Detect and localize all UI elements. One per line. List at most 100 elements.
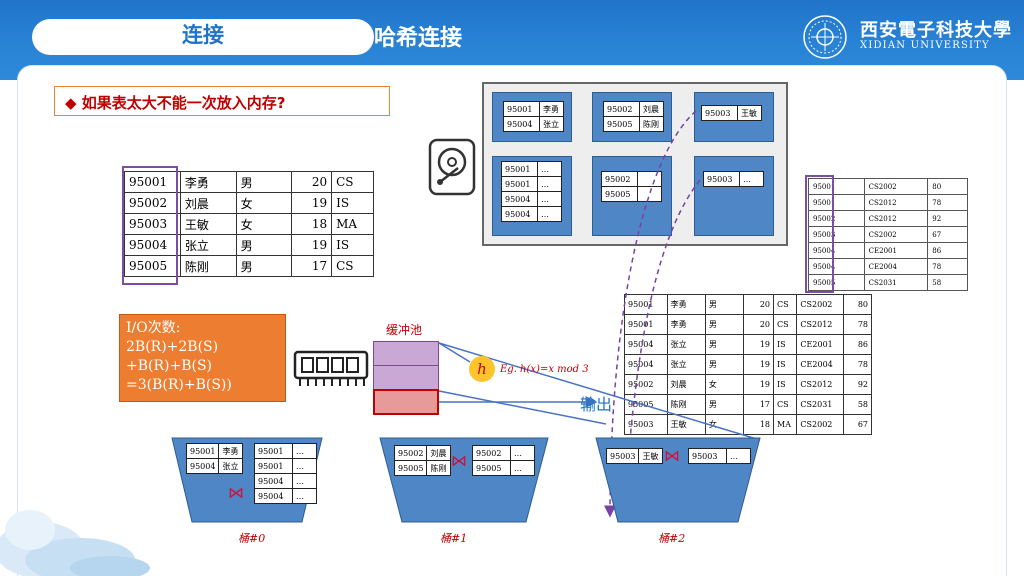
table-row: 95004… [501, 206, 562, 222]
io-line-1: I/O次数: [126, 320, 181, 336]
table-cell: 19 [743, 334, 774, 355]
table-cell: … [292, 458, 317, 474]
table-cell: 95001 [124, 171, 181, 193]
table-cell: 95004 [624, 354, 668, 375]
table-row: 95001… [501, 161, 562, 177]
table-cell: 女 [704, 374, 745, 395]
table-cell: 李勇 [666, 294, 706, 315]
bucket-0-s: 95001…95001…95004…95004… [254, 443, 317, 504]
table-cell: 19 [743, 354, 774, 375]
table-cell: … [537, 191, 562, 207]
table-cell: 95005 [393, 460, 428, 476]
table-cell: 80 [843, 294, 872, 315]
table-cell [637, 171, 662, 187]
table-cell: CS [772, 294, 798, 315]
table-cell: 95004 [254, 488, 293, 504]
table-cell: 19 [743, 374, 774, 395]
table-cell: CS2002 [796, 414, 845, 435]
table-cell: … [292, 473, 317, 489]
buffer-slot-1 [373, 341, 439, 366]
table-cell: … [537, 161, 562, 177]
table-cell: 95005 [601, 186, 638, 202]
table-cell: 78 [843, 354, 872, 375]
join-symbol-2: ⋈ [664, 446, 680, 465]
table-cell: 18 [291, 213, 333, 235]
table-cell: 95002 [603, 101, 640, 117]
logo-text-cn: 西安電子科技大學 [860, 20, 1012, 41]
table-cell: 95004 [501, 206, 538, 222]
table-row: 95005 [601, 186, 662, 202]
table-cell: CE2001 [796, 334, 845, 355]
io-count-box: I/O次数: 2B(R)+2B(S) +B(R)+B(S) =3(B(R)+B(… [119, 314, 286, 402]
table-cell: 男 [235, 171, 293, 193]
table-cell: … [292, 488, 317, 504]
hard-disk-icon [428, 138, 476, 196]
table-cell: CS2031 [796, 394, 845, 415]
table-cell: 刘晨 [639, 101, 664, 117]
output-label: 输出 [580, 395, 613, 414]
table-cell: 19 [291, 234, 333, 256]
table-cell: 95003 [624, 414, 668, 435]
cloud-decoration-icon [0, 510, 150, 576]
table-cell: CS2002 [796, 294, 845, 315]
table-cell: 张立 [666, 334, 706, 355]
table-cell: 女 [704, 414, 745, 435]
hash-function-text: Eg. h(x)=x mod 3 [500, 364, 589, 375]
table-cell: 95001 [501, 176, 538, 192]
table-cell: 95001 [808, 194, 865, 211]
table-cell [637, 186, 662, 202]
buffer-pool-label: 缓冲池 [386, 323, 423, 337]
table-cell: 95003 [688, 448, 727, 464]
table-cell: 95002 [393, 445, 428, 461]
selection-highlight [122, 166, 178, 285]
table-cell: MA [772, 414, 798, 435]
table-cell: CS2012 [796, 314, 845, 335]
table-cell: 95001 [624, 314, 668, 335]
table-cell: CS [772, 314, 798, 335]
table-cell: 95004 [254, 473, 293, 489]
table-cell: 95003 [605, 448, 640, 464]
table-cell: 男 [704, 334, 745, 355]
join-symbol-0: ⋈ [228, 483, 244, 502]
table-cell: 张立 [179, 234, 237, 256]
question-text: ◆ 如果表太大不能一次放入内存? [65, 94, 286, 112]
table-cell: CS [331, 171, 374, 193]
table-cell: 95005 [624, 394, 668, 415]
table-cell: 李勇 [539, 101, 564, 117]
table-cell: 95003 [703, 171, 740, 187]
table-cell: 95004 [808, 242, 865, 259]
join-symbol-1: ⋈ [451, 451, 467, 470]
table-cell: 95003 [701, 105, 738, 121]
university-logo-icon [803, 15, 847, 59]
table-row: 95001… [254, 458, 317, 474]
table-cell: 95001 [185, 443, 220, 459]
table-cell: CS [772, 394, 798, 415]
table-cell: … [510, 445, 535, 461]
table-cell: IS [772, 334, 798, 355]
table-cell: 67 [843, 414, 872, 435]
table-cell: 20 [291, 171, 333, 193]
table-cell: 男 [704, 354, 745, 375]
table-row: 95004… [254, 488, 317, 504]
table-cell: 女 [235, 213, 293, 235]
section-pill[interactable]: 连接 [32, 19, 374, 55]
table-cell: 刘晨 [179, 192, 237, 214]
table-cell: 95001 [254, 443, 293, 459]
bucket-1-s: 95002…95005… [472, 445, 535, 476]
table-cell: 78 [927, 194, 968, 211]
table-cell: 20 [743, 294, 774, 315]
